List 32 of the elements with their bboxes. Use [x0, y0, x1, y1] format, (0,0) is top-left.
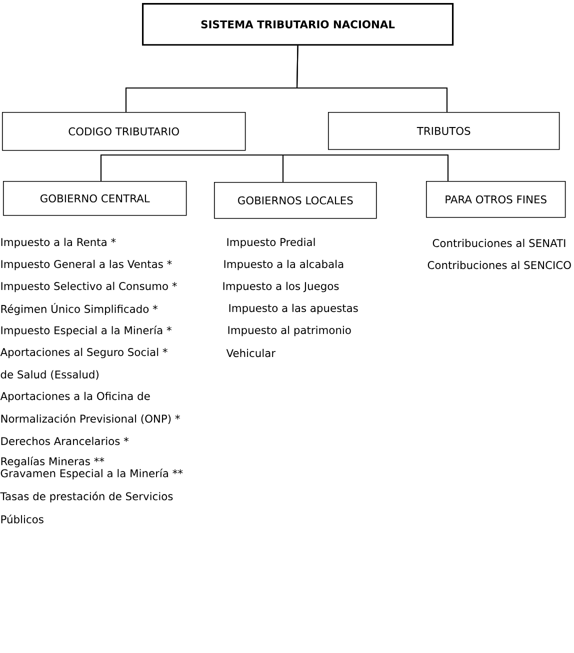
- list-item: Impuesto a la Renta *: [1, 238, 116, 248]
- category-box: GOBIERNO CENTRAL: [3, 181, 187, 216]
- list-item: Impuesto Predial: [227, 238, 315, 248]
- category-box: TRIBUTOS: [328, 112, 560, 150]
- list-item: Contribuciones al SENATI: [432, 238, 566, 248]
- list-item: Gravamen Especial a la Minería **: [0, 468, 183, 480]
- list-item: Régimen Único Simplificado *: [1, 302, 158, 316]
- title-box: SISTEMA TRIBUTARIO NACIONAL: [142, 3, 454, 46]
- connector-line: [283, 154, 449, 181]
- list-item: Derechos Arancelarios *: [1, 436, 129, 446]
- connector-line: [282, 155, 284, 182]
- list-item: Aportaciones al Seguro Social *: [0, 348, 168, 358]
- list-item: Contribuciones al SENCICO: [428, 260, 571, 270]
- connector-line: [100, 154, 283, 181]
- list-item: Impuesto Selectivo al Consumo *: [1, 282, 177, 292]
- list-item: Regalías Mineras **: [1, 456, 104, 468]
- category-box: CODIGO TRIBUTARIO: [2, 112, 246, 151]
- list-item: Impuesto a la alcabala: [224, 260, 344, 270]
- list-item: Vehicular: [226, 348, 276, 358]
- list-item: Públicos: [1, 514, 44, 524]
- list-item: Impuesto a los Juegos: [223, 282, 339, 292]
- category-box: PARA OTROS FINES: [426, 181, 566, 218]
- category-box: GOBIERNOS LOCALES: [214, 182, 377, 219]
- list-item: Tasas de prestación de Servicios: [0, 492, 173, 502]
- connector-line: [296, 46, 448, 112]
- list-item: Aportaciones a la Oficina de: [0, 392, 150, 402]
- list-item: Impuesto General a las Ventas *: [1, 260, 172, 270]
- list-item: Impuesto Especial a la Minería *: [1, 326, 172, 336]
- list-item: Normalización Previsional (ONP) *: [1, 414, 180, 424]
- list-item: de Salud (Essalud): [0, 370, 98, 380]
- list-item: Impuesto al patrimonio: [228, 326, 351, 336]
- list-item: Impuesto a las apuestas: [229, 304, 358, 314]
